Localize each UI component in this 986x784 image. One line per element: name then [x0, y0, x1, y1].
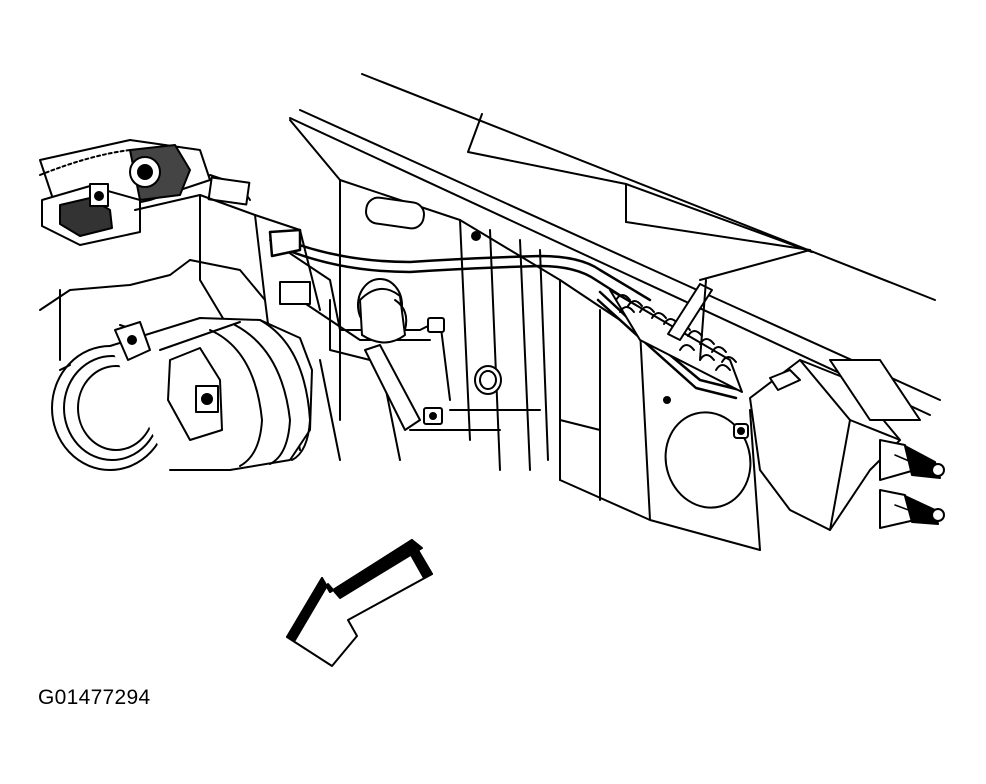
front-direction-arrow	[286, 539, 433, 667]
engine-top-components	[39, 139, 251, 246]
hood-panel	[289, 73, 941, 416]
harness-conduit	[609, 279, 743, 393]
connector-module	[749, 359, 945, 531]
fender-cutouts	[365, 196, 752, 509]
oil-filler-cap	[357, 278, 445, 431]
ac-compressor	[51, 317, 313, 471]
inner-fender	[289, 119, 761, 551]
figure-id-label: G01477294	[38, 686, 151, 709]
